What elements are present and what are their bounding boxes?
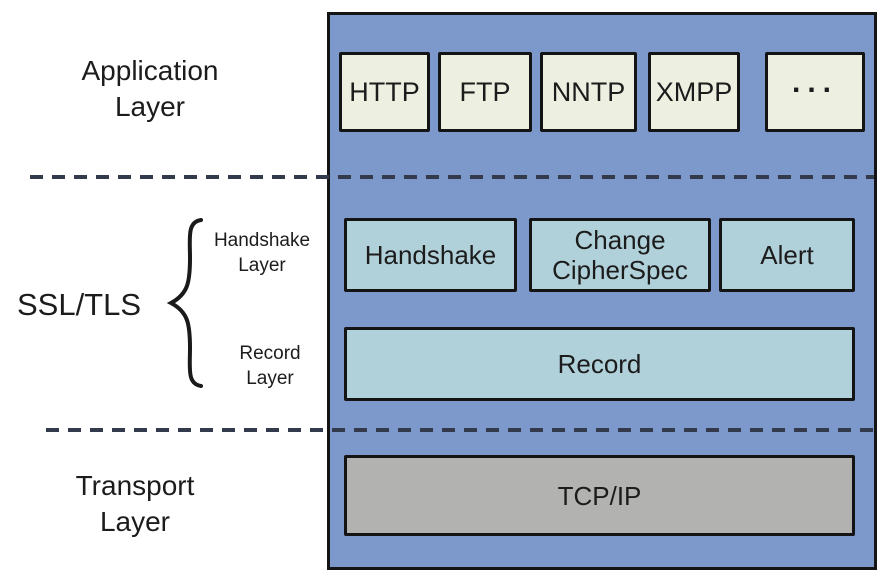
handshake-layer-label-line2: Layer — [238, 255, 286, 276]
handshake-box-label: Handshake — [364, 240, 497, 270]
transport-layer-label: Transport Layer — [25, 468, 245, 540]
protocol-box-ftp-label: FTP — [459, 77, 511, 107]
protocol-box-ellipsis-label: ... — [791, 66, 838, 99]
handshake-layer-label-line1: Handshake — [213, 230, 311, 251]
protocol-box-ftp: FTP — [438, 52, 532, 132]
protocol-box-xmpp-label: XMPP — [655, 77, 733, 107]
protocol-box-http: HTTP — [339, 52, 430, 132]
change-cipherspec-box-line2: CipherSpec — [552, 255, 688, 285]
curly-brace-icon — [166, 218, 203, 388]
transport-layer-label-line2: Layer — [99, 506, 171, 537]
transport-layer-label-line1: Transport — [75, 470, 195, 501]
tcpip-box-label: TCP/IP — [557, 480, 642, 511]
tcpip-box: TCP/IP — [344, 455, 855, 536]
ssl-transport-divider — [46, 428, 874, 432]
application-ssl-divider — [30, 175, 874, 179]
record-layer-label: Record Layer — [204, 341, 336, 391]
alert-box-label: Alert — [760, 240, 814, 270]
handshake-layer-label: Handshake Layer — [196, 228, 328, 278]
record-layer-label-line2: Layer — [246, 368, 294, 389]
protocol-box-http-label: HTTP — [349, 77, 420, 107]
application-layer-label: Application Layer — [40, 53, 260, 125]
ssl-brace — [159, 216, 207, 390]
protocol-box-xmpp: XMPP — [648, 52, 740, 132]
change-cipherspec-box-line1: Change — [574, 225, 666, 255]
record-layer-label-line1: Record — [239, 343, 301, 364]
alert-box: Alert — [719, 218, 855, 292]
change-cipherspec-box: Change CipherSpec — [529, 218, 711, 292]
record-box-label: Record — [557, 349, 642, 379]
protocol-box-ellipsis: ... — [765, 52, 865, 132]
protocol-box-nntp-label: NNTP — [551, 77, 626, 107]
handshake-box: Handshake — [344, 218, 517, 292]
application-layer-label-line2: Layer — [114, 91, 186, 122]
protocol-box-nntp: NNTP — [540, 52, 637, 132]
record-box: Record — [344, 327, 855, 401]
ssl-tls-label: SSL/TLS — [16, 287, 142, 322]
application-layer-label-line1: Application — [81, 55, 219, 86]
